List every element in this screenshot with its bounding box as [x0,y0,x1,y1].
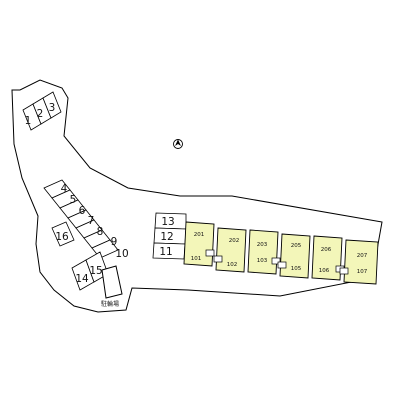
unit-upper-label: 205 [291,243,302,249]
north-arrow-icon [173,139,183,149]
stall-label: 15 [89,265,102,277]
unit-upper-label: 202 [229,238,240,244]
parking-group-1-3: 1 2 3 [22,91,62,131]
unit-201-101[interactable]: 201 101 [183,221,215,267]
stall-label: 13 [161,216,174,228]
stall-label: 16 [55,231,69,243]
unit-upper-label: 206 [321,247,332,253]
unit-lower-label: 101 [191,256,202,262]
unit-202-102[interactable]: 202 102 [213,227,247,273]
unit-lower-label: 106 [319,268,330,274]
stall-label: 8 [97,226,104,238]
stall-label: 7 [88,215,95,227]
unit-lower-label: 103 [257,258,268,264]
apartment-building: 201 101 202 102 203 103 205 105 206 106 [183,221,379,285]
unit-203-103[interactable]: 203 103 [247,229,281,275]
unit-207-107[interactable]: 207 107 [339,239,379,285]
stall-label: 10 [115,248,128,260]
bicycle-parking: 駐輪場 [101,265,123,308]
stall-label: 11 [159,246,172,258]
bicycle-parking-label: 駐輪場 [101,300,119,308]
parking-group-11-13: 13 12 11 [152,212,187,260]
stall-label: 14 [75,273,89,285]
stall-label: 4 [61,183,68,195]
stall-label: 2 [37,108,44,120]
stall-label: 1 [25,115,32,127]
stall-label: 12 [160,231,173,243]
stall-label: 9 [111,236,118,248]
unit-lower-label: 102 [227,262,238,268]
unit-lower-label: 105 [291,266,302,272]
stall-label: 3 [49,102,56,114]
unit-upper-label: 201 [194,232,205,238]
stall-16[interactable] [51,221,75,247]
stall-label: 6 [79,205,86,217]
unit-206-106[interactable]: 206 106 [311,235,345,281]
stall-3[interactable] [42,91,62,119]
unit-205-105[interactable]: 205 105 [277,233,311,279]
unit-upper-label: 207 [357,253,368,259]
unit-lower-label: 107 [357,269,368,275]
parking-group-16: 16 [51,221,75,247]
unit-upper-label: 203 [257,242,268,248]
stall-label: 5 [70,194,77,206]
